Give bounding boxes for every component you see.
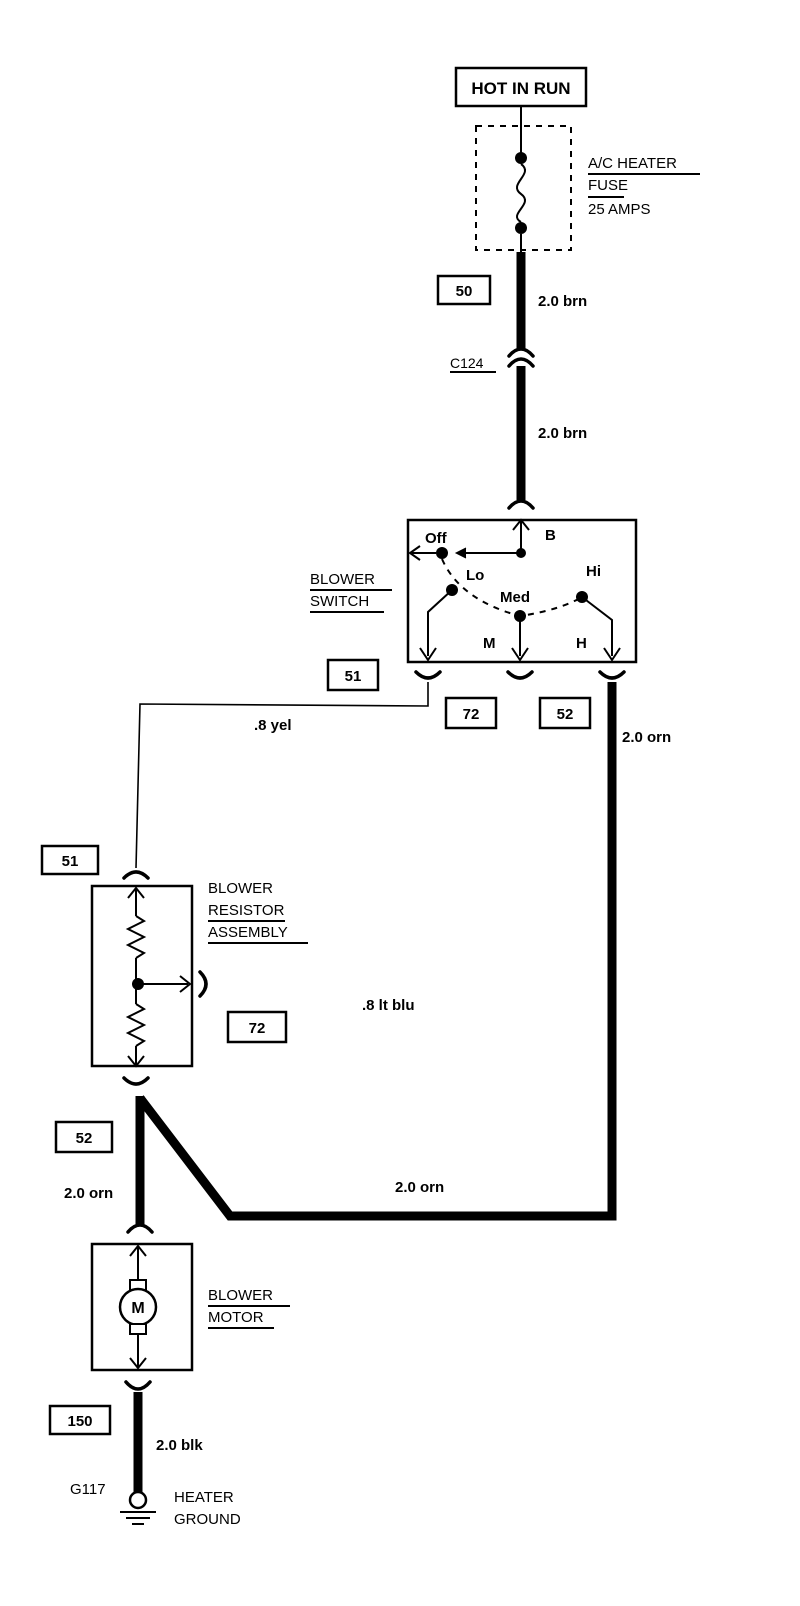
ground-label-1: HEATER [174, 1489, 234, 1506]
fuse-label-1: A/C HEATER [588, 155, 677, 172]
switch-b-connector [507, 499, 535, 510]
switch-med-connector [506, 670, 534, 680]
circuit-52-top-box [538, 696, 592, 730]
fuse-label-3: 25 AMPS [588, 201, 651, 218]
circuit-150-box [48, 1404, 112, 1436]
blower-motor [90, 1242, 194, 1372]
switch-pos-off: Off [425, 530, 448, 547]
resistor-title-1: BLOWER [208, 880, 273, 897]
ground-symbol [120, 1490, 156, 1525]
circuit-72-res-label: 72 [249, 1020, 266, 1037]
motor-top-connector [126, 1223, 154, 1234]
ac-heater-fuse [475, 125, 572, 252]
motor-title-1: BLOWER [208, 1287, 273, 1304]
switch-pos-lo: Lo [466, 567, 484, 584]
switch-term-h: H [576, 635, 587, 652]
circuit-50-box [436, 274, 492, 306]
switch-lo-connector [414, 670, 442, 680]
circuit-51-top-label: 51 [345, 668, 362, 685]
wire-brn-upper-label: 2.0 brn [538, 293, 587, 310]
switch-hi-connector [598, 670, 626, 680]
circuit-72-res-box [226, 1010, 288, 1044]
hot-in-run-label: HOT IN RUN [471, 79, 570, 98]
resistor-title-3: ASSEMBLY [208, 924, 288, 941]
circuit-50-label: 50 [456, 283, 473, 300]
motor-bottom-connector [124, 1380, 152, 1391]
circuit-51-res-label: 51 [62, 853, 79, 870]
blower-switch [406, 518, 638, 664]
circuit-51-res-box [40, 844, 100, 876]
wire-orn-bottom-label: 2.0 orn [395, 1179, 444, 1196]
fuse-label-2: FUSE [588, 177, 628, 194]
wire-lt-blu-label: .8 lt blu [362, 997, 415, 1014]
switch-term-m: M [483, 635, 496, 652]
c124-label: C124 [450, 355, 484, 371]
circuit-51-top-box [326, 658, 380, 692]
resistor-side-connector [198, 970, 208, 998]
circuit-52-bottom-label: 52 [76, 1130, 93, 1147]
switch-term-b: B [545, 527, 556, 544]
blower-switch-title-2: SWITCH [310, 593, 369, 610]
circuit-52-top-label: 52 [557, 706, 574, 723]
wire-orn-right [136, 682, 617, 1221]
wire-orn-left-label: 2.0 orn [64, 1185, 113, 1202]
wire-yel-label: .8 yel [254, 717, 292, 734]
blower-switch-title-1: BLOWER [310, 571, 375, 588]
blower-resistor-assembly [90, 884, 194, 1068]
resistor-top-connector [122, 870, 150, 880]
motor-symbol: M [131, 1300, 144, 1317]
switch-pos-hi: Hi [586, 563, 601, 580]
resistor-title-2: RESISTOR [208, 902, 285, 919]
switch-pos-med: Med [500, 589, 530, 606]
ground-label-2: GROUND [174, 1511, 241, 1528]
circuit-52-bottom-box [54, 1120, 114, 1154]
motor-title-2: MOTOR [208, 1309, 264, 1326]
wire-yel [135, 682, 429, 869]
circuit-72-top-label: 72 [463, 706, 480, 723]
circuit-150-label: 150 [67, 1413, 92, 1430]
c124-connector-top [507, 347, 535, 358]
circuit-72-top-box [444, 696, 498, 730]
c124-connector-bottom [507, 357, 535, 368]
resistor-bottom-connector [122, 1076, 150, 1086]
ground-id: G117 [70, 1481, 106, 1498]
wire-orn-right-label: 2.0 orn [622, 729, 671, 746]
wire-blk-label: 2.0 blk [156, 1437, 203, 1454]
wire-brn-lower-label: 2.0 brn [538, 425, 587, 442]
hot-in-run-box: HOT IN RUN [454, 66, 588, 108]
